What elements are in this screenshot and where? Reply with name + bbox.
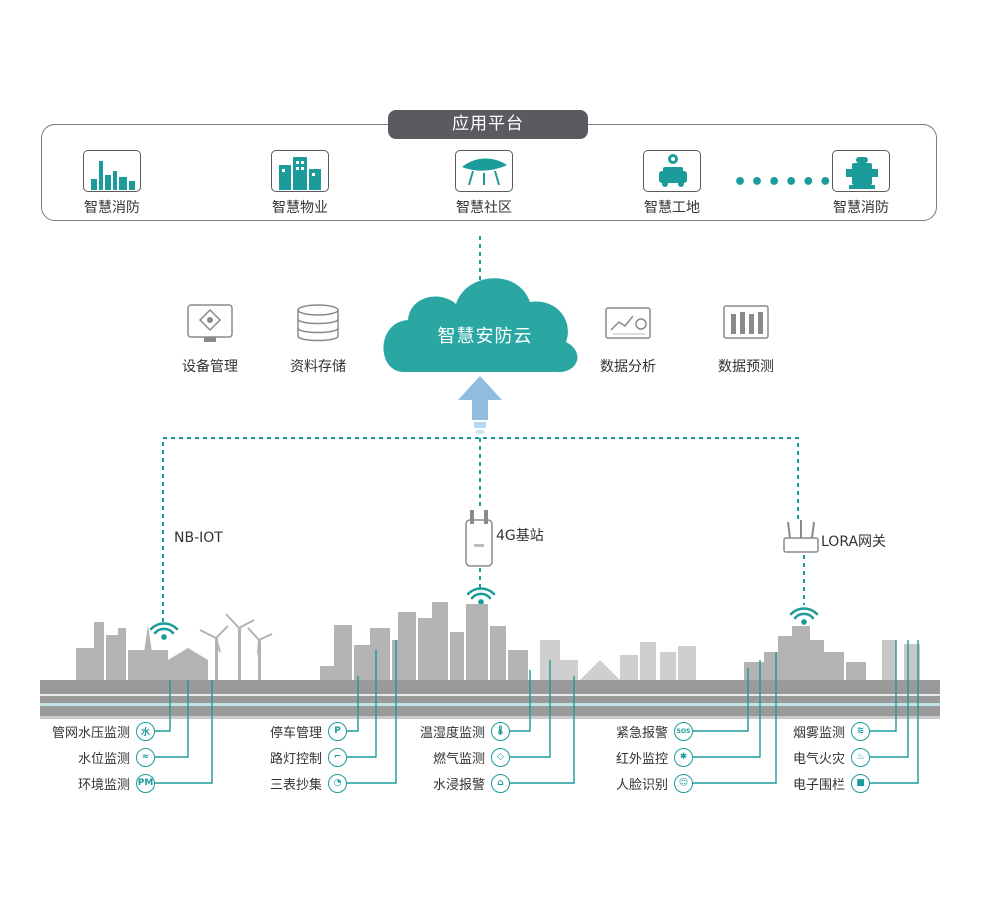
city-skyline-icon <box>83 150 141 192</box>
app-label: 智慧社区 <box>456 200 512 216</box>
infrared-icon: ✱ <box>674 747 693 767</box>
wifi-signals <box>149 587 819 640</box>
pipe-pressure-icon: 水 <box>136 721 155 741</box>
app-label: 智慧消防 <box>833 200 889 216</box>
sensor-gas[interactable]: 燃气监测 ◇ <box>433 745 510 769</box>
city-skyline <box>76 602 920 680</box>
chart-analysis-icon <box>605 304 651 344</box>
sensor-street-light[interactable]: 路灯控制 ⌐ <box>270 745 347 769</box>
database-icon <box>295 304 341 344</box>
sensor-label: 停车管理 <box>269 725 322 741</box>
parking-icon: P <box>328 721 347 741</box>
service-data-storage[interactable]: 资料存储 <box>268 304 368 376</box>
gas-icon: ◇ <box>491 747 510 767</box>
sensor-label: 水浸报警 <box>432 777 485 793</box>
sensor-label: 三表抄集 <box>269 777 322 793</box>
sensor-temperature-humidity[interactable]: 温湿度监测 🌡 <box>420 719 510 743</box>
sensor-environment[interactable]: 环境监测 PM <box>78 771 155 795</box>
sensor-label: 紧急报警 <box>615 725 668 741</box>
cloud-shape <box>383 278 578 373</box>
car-location-icon <box>643 150 701 192</box>
service-data-prediction[interactable]: 数据预测 <box>696 304 796 376</box>
electric-fire-icon: ♨ <box>851 747 870 767</box>
sensor-label: 管网水压监测 <box>51 725 130 741</box>
service-label: 设备管理 <box>182 359 238 375</box>
fence-icon: ■ <box>851 773 870 793</box>
sensor-meter-reading[interactable]: 三表抄集 ◔ <box>270 771 347 795</box>
lora-gateway-device <box>783 520 819 553</box>
network-device-icon <box>187 304 233 344</box>
app-label: 智慧工地 <box>644 200 700 216</box>
app-smart-fire[interactable]: 智慧消防 <box>57 150 167 217</box>
pm-icon: PM <box>136 773 155 793</box>
sensor-label: 电子围栏 <box>792 777 845 793</box>
street-light-icon: ⌐ <box>328 747 347 767</box>
more-apps-ellipsis: •••••• <box>733 170 836 195</box>
app-smart-fire-2[interactable]: 智慧消防 <box>806 150 916 217</box>
buildings-icon <box>271 150 329 192</box>
wind-turbines <box>199 613 273 655</box>
base-station-device <box>465 510 493 567</box>
upload-arrow <box>458 376 502 434</box>
sensor-label: 燃气监测 <box>432 751 485 767</box>
sensor-label: 人脸识别 <box>615 777 668 793</box>
service-label: 数据分析 <box>600 359 656 375</box>
service-data-analysis[interactable]: 数据分析 <box>578 304 678 376</box>
sensor-label: 环境监测 <box>77 777 130 793</box>
app-label: 智慧物业 <box>272 200 328 216</box>
sensor-water-level[interactable]: 水位监测 ≈ <box>78 745 155 769</box>
service-label: 资料存储 <box>290 359 346 375</box>
service-device-management[interactable]: 设备管理 <box>160 304 260 376</box>
app-smart-community[interactable]: 智慧社区 <box>429 150 539 217</box>
sensor-parking[interactable]: 停车管理 P <box>270 719 347 743</box>
sensor-electric-fire[interactable]: 电气火灾 ♨ <box>793 745 870 769</box>
app-label: 智慧消防 <box>84 200 140 216</box>
app-smart-property[interactable]: 智慧物业 <box>245 150 355 217</box>
service-label: 数据预测 <box>718 359 774 375</box>
sensor-infrared[interactable]: 红外监控 ✱ <box>616 745 693 769</box>
sensor-label: 水位监测 <box>77 751 130 767</box>
sensor-emergency-alarm[interactable]: 紧急报警 SOS <box>616 719 693 743</box>
bar-prediction-icon <box>723 304 769 344</box>
sensor-label: 路灯控制 <box>269 751 322 767</box>
platform-title: 应用平台 <box>388 110 588 139</box>
sensor-label: 电气火灾 <box>792 751 845 767</box>
sensor-pipe-pressure[interactable]: 管网水压监测 水 <box>52 719 155 743</box>
sos-icon: SOS <box>674 721 693 741</box>
sensor-smoke[interactable]: 烟雾监测 ≋ <box>793 719 870 743</box>
sensor-label: 烟雾监测 <box>792 725 845 741</box>
sensor-electronic-fence[interactable]: 电子围栏 ■ <box>793 771 870 795</box>
stadium-icon <box>455 150 513 192</box>
sensor-flood[interactable]: 水浸报警 ⌂ <box>433 771 510 795</box>
lora-gateway-label: LORA网关 <box>821 534 887 550</box>
cloud-title: 智慧安防云 <box>437 326 533 347</box>
sensor-face-recognition[interactable]: 人脸识别 ☺ <box>616 771 693 795</box>
sensor-label: 红外监控 <box>615 751 668 767</box>
flood-icon: ⌂ <box>491 773 510 793</box>
app-smart-construction[interactable]: 智慧工地 <box>617 150 727 217</box>
sensor-leaders <box>155 640 919 784</box>
sensor-label: 温湿度监测 <box>419 725 485 741</box>
meter-icon: ◔ <box>328 773 347 793</box>
base-station-label: 4G基站 <box>496 528 544 544</box>
nbiot-label: NB-IOT <box>174 530 223 546</box>
fire-hydrant-icon <box>832 150 890 192</box>
network-bus <box>162 437 805 622</box>
road <box>40 680 940 719</box>
thermometer-icon: 🌡 <box>491 721 510 741</box>
water-level-icon: ≈ <box>136 747 155 767</box>
smoke-icon: ≋ <box>851 721 870 741</box>
face-id-icon: ☺ <box>674 773 693 793</box>
